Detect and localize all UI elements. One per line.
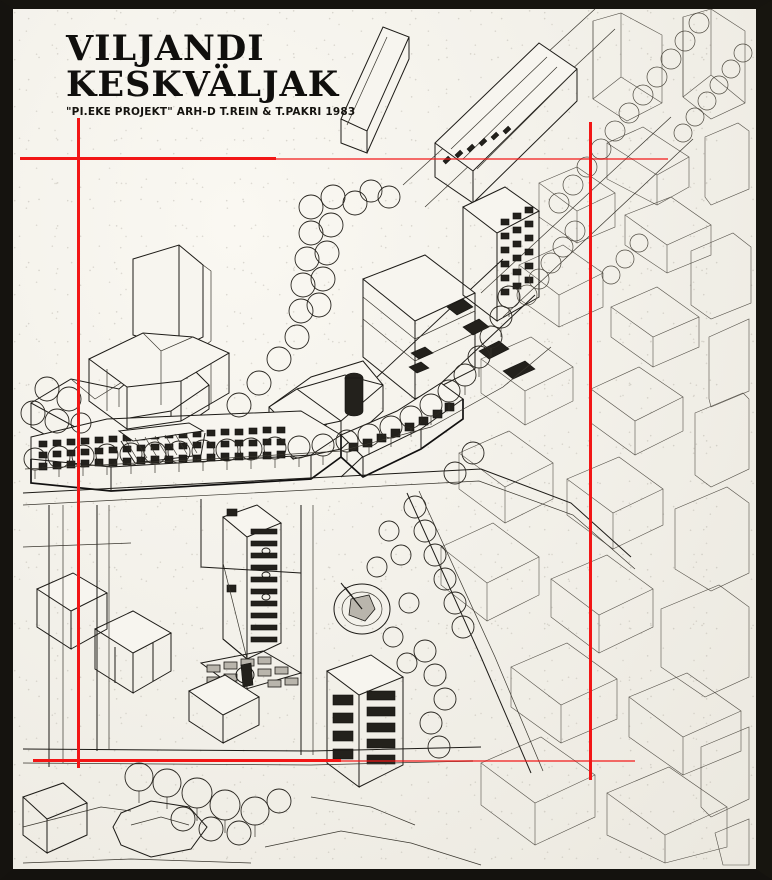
paper-surface: VILJANDI KESKVÄLJAK "PI.EKE PROJEKT" ARH… <box>11 7 759 870</box>
perimeter-blocks-east <box>518 8 752 408</box>
tree-row-east <box>516 220 649 306</box>
tree-row-diagonal-ne <box>548 12 753 214</box>
slab-facade-markers <box>261 547 271 601</box>
stepped-building-windows <box>332 690 396 765</box>
monument-fountain <box>333 582 391 635</box>
houses-south-west <box>35 572 261 744</box>
stepped-building-south <box>325 654 405 788</box>
window-ticks-north <box>442 125 512 165</box>
page-title-line-2: KESKVÄLJAK <box>66 63 340 105</box>
tree-clump-north <box>226 179 401 418</box>
guide-v-left <box>77 118 80 768</box>
pavilion-north <box>340 26 410 154</box>
perimeter-blocks-mid-east <box>440 336 750 698</box>
guide-h-bottom-strong <box>33 759 341 762</box>
perimeter-blocks-south-east <box>480 642 750 866</box>
podium-canopy-west <box>117 422 206 464</box>
tower-east <box>462 186 540 323</box>
square-furniture <box>408 298 536 380</box>
pond-south-west <box>112 800 208 858</box>
roof-plant-boxes <box>226 508 238 593</box>
guide-v-right <box>589 122 592 780</box>
tree-clump-west <box>20 376 92 434</box>
tree-row-south <box>124 762 292 846</box>
tower-east-window-grid <box>500 206 534 296</box>
page-title-line-1: VILJANDI <box>66 28 265 69</box>
guide-h-top-strong <box>20 157 276 160</box>
hall-with-hipped-roof <box>362 254 476 401</box>
tree-row-diagonal-south <box>403 441 485 759</box>
axonometric-drawing <box>20 8 753 866</box>
street-grid <box>22 468 636 774</box>
kiosk-cylinder <box>344 372 364 417</box>
title-block-credits: "PI.EKE PROJEKT" ARH-D T.REIN & T.PAKRI … <box>66 106 356 119</box>
tree-clump-centre-south <box>366 520 420 674</box>
title-block: VILJANDI KESKVÄLJAK "PI.EKE PROJEKT" ARH… <box>66 28 356 119</box>
tower-block-west <box>132 244 212 350</box>
department-store <box>30 410 342 492</box>
tree-row-avenue <box>23 285 552 479</box>
boundary-lines <box>22 796 482 866</box>
store-window-grid <box>38 426 286 471</box>
slab-balcony-grid <box>250 528 278 643</box>
slab-block-north <box>434 42 578 204</box>
block-bottom-left <box>22 782 88 854</box>
slab-block-south <box>222 504 283 661</box>
guide-h-top <box>20 158 668 160</box>
podium-plaza-west <box>88 332 231 430</box>
